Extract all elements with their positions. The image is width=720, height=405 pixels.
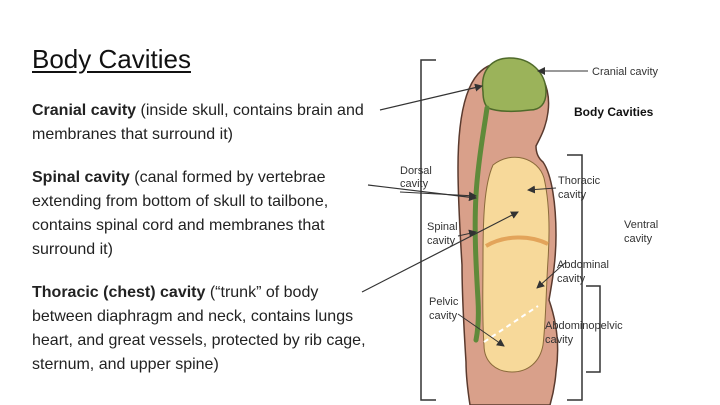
- spinal-canal: [472, 105, 490, 343]
- figure-title: Body Cavities: [574, 105, 654, 119]
- abdominopelvic-cavity-label-line2: cavity: [545, 334, 574, 346]
- thoracic-cavity-term: Thoracic (chest) cavity: [32, 284, 206, 301]
- dorsal-bracket: [420, 59, 436, 401]
- thoracic-cavity-description: (“trunk” of body between diaphragm and n…: [32, 284, 366, 373]
- pelvic-divider: [483, 305, 539, 343]
- dorsal-cavity-label-line1: Dorsal: [400, 165, 432, 177]
- abdominopelvic-cavity-label-line1: Abdominopelvic: [545, 320, 623, 332]
- thoracic-text-pointer: [361, 211, 519, 293]
- cranial-cavity-description: (inside skull, contains brain and membra…: [32, 102, 364, 143]
- pelvic-cavity-label-line2: cavity: [429, 310, 458, 322]
- abdominal-cavity-label-line1: Abdominal: [557, 259, 609, 271]
- cranial-cavity-text: Cranial cavity (inside skull, contains b…: [32, 99, 382, 147]
- cranial-cavity-region: [481, 57, 547, 113]
- pelvic-label-pointer: [457, 313, 505, 347]
- thoracic-cavity-text: Thoracic (chest) cavity (“trunk” of body…: [32, 281, 382, 377]
- spinal-cavity-description: (canal formed by vertebrae extending fro…: [32, 169, 329, 258]
- ventral-bracket: [567, 154, 583, 401]
- abdominopelvic-bracket: [586, 285, 601, 373]
- spinal-text-pointer: [367, 184, 477, 202]
- dorsal-cavity-label-line2: cavity: [400, 178, 429, 190]
- thoracic-label-pointer: [527, 185, 557, 194]
- spinal-cavity-label-line1: Spinal: [427, 221, 458, 233]
- slide-title: Body Cavities: [32, 44, 191, 74]
- spinal-cavity-text: Spinal cavity (canal formed by vertebrae…: [32, 166, 382, 262]
- spinal-cavity-term: Spinal cavity: [32, 169, 130, 186]
- cranial-cavity-term: Cranial cavity: [32, 102, 137, 119]
- ventral-cavity-label-line2: cavity: [624, 233, 653, 245]
- cranial-cavity-label: Cranial cavity: [592, 66, 659, 78]
- thoracic-cavity-label-line1: Thoracic: [558, 175, 601, 187]
- abdominal-label-pointer: [536, 261, 567, 289]
- diaphragm-line: [484, 235, 549, 248]
- spinal-cavity-label-line2: cavity: [427, 235, 456, 247]
- ventral-cavity-label-line1: Ventral: [624, 219, 658, 231]
- spinal-label-pointer: [457, 229, 477, 238]
- thoracic-cavity-label-line2: cavity: [558, 189, 587, 201]
- ventral-cavity-region: [482, 156, 550, 373]
- pelvic-cavity-label-line1: Pelvic: [429, 296, 459, 308]
- cranial-text-pointer: [379, 83, 483, 111]
- abdominal-cavity-label-line2: cavity: [557, 273, 586, 285]
